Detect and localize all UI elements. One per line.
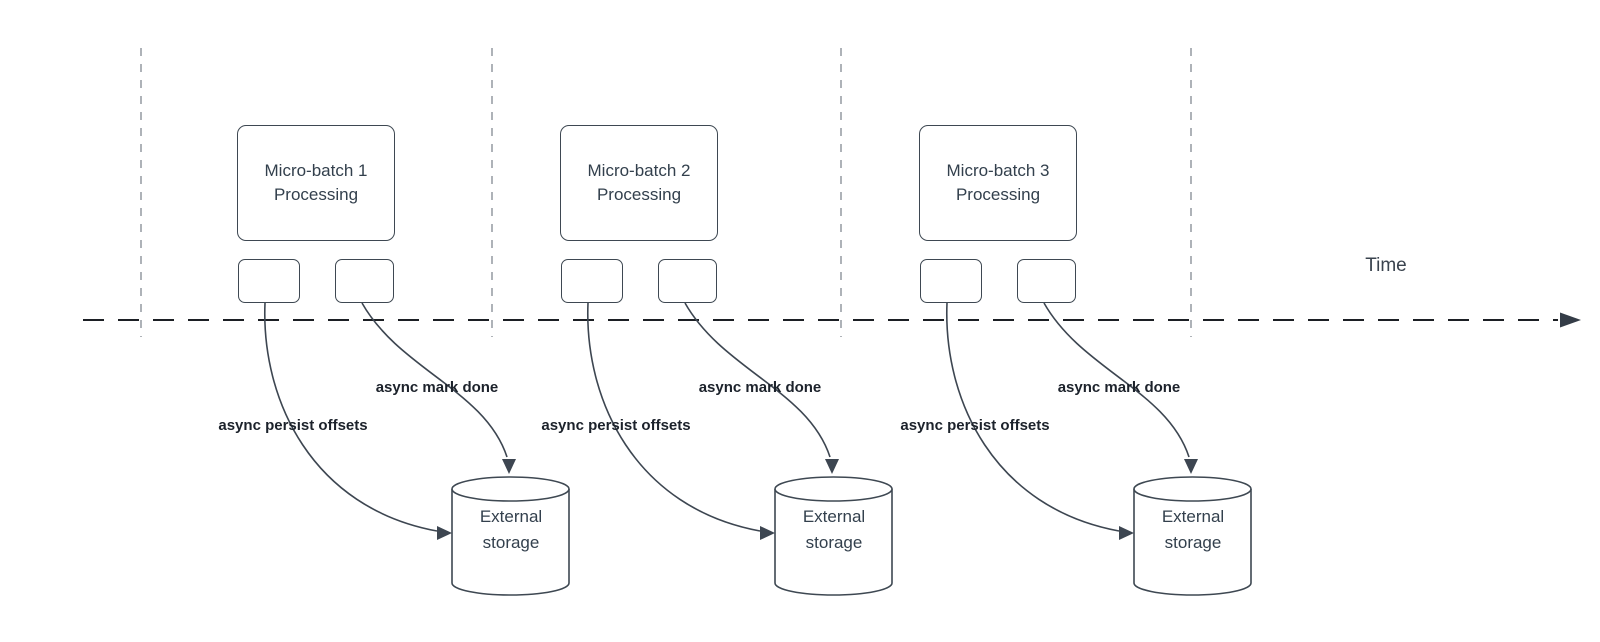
micro-batch-processing-box: Micro-batch 1 Processing <box>237 125 395 241</box>
persist-offsets-task-box <box>561 259 623 303</box>
persist-offsets-task-box <box>238 259 300 303</box>
persist-offsets-edge-label: async persist offsets <box>218 417 368 434</box>
external-storage-cylinder-top <box>774 476 893 502</box>
external-storage-label: External storage <box>1161 507 1225 552</box>
micro-batch-box-line2: Processing <box>955 185 1041 204</box>
micro-batch-group-3: Micro-batch 3 Processing async persist o… <box>900 0 1259 642</box>
micro-batch-processing-box: Micro-batch 3 Processing <box>919 125 1077 241</box>
persist-offsets-task-box <box>920 259 982 303</box>
persist-offsets-arrow-curve <box>946 302 1120 532</box>
mark-done-arrowhead-icon <box>825 459 839 474</box>
persist-offsets-arrowhead-icon <box>1119 526 1134 540</box>
micro-batch-box-line1: Micro-batch 3 <box>946 161 1050 180</box>
flow-arrows-layer <box>264 302 570 596</box>
micro-batch-box-line2: Processing <box>596 185 682 204</box>
external-storage-label: External storage <box>479 507 543 552</box>
mark-done-arrow-curve <box>684 302 831 458</box>
external-storage-cylinder-body <box>774 489 893 596</box>
persist-offsets-edge-label: async persist offsets <box>900 417 1050 434</box>
mark-done-edge-label: async mark done <box>1057 379 1181 396</box>
external-storage-cylinder-body <box>451 489 570 596</box>
persist-offsets-arrow-curve <box>587 302 761 532</box>
persist-offsets-arrowhead-icon <box>760 526 775 540</box>
external-storage-label: External storage <box>802 507 866 552</box>
external-storage-cylinder-top <box>451 476 570 502</box>
mark-done-task-box <box>335 259 394 303</box>
micro-batch-group-2: Micro-batch 2 Processing async persist o… <box>541 0 900 642</box>
mark-done-arrowhead-icon <box>1184 459 1198 474</box>
micro-batch-processing-box: Micro-batch 2 Processing <box>560 125 718 241</box>
persist-offsets-edge-label: async persist offsets <box>541 417 691 434</box>
micro-batch-box-line2: Processing <box>273 185 359 204</box>
mark-done-arrow-curve <box>361 302 508 458</box>
mark-done-task-box <box>1017 259 1076 303</box>
external-storage-cylinder-top <box>1133 476 1252 502</box>
micro-batch-group-1: Micro-batch 1 Processing async persist o… <box>218 0 577 642</box>
persist-offsets-arrowhead-icon <box>437 526 452 540</box>
time-axis-label: Time <box>1365 255 1407 276</box>
external-storage-cylinder-body <box>1133 489 1252 596</box>
mark-done-task-box <box>658 259 717 303</box>
micro-batch-box-line1: Micro-batch 2 <box>587 161 691 180</box>
micro-batch-box-line1: Micro-batch 1 <box>264 161 368 180</box>
mark-done-arrowhead-icon <box>502 459 516 474</box>
mark-done-edge-label: async mark done <box>375 379 499 396</box>
mark-done-arrow-curve <box>1043 302 1190 458</box>
flow-arrows-layer <box>587 302 893 596</box>
persist-offsets-arrow-curve <box>264 302 438 532</box>
time-axis-arrowhead-icon <box>1560 312 1581 328</box>
flow-arrows-layer <box>946 302 1252 596</box>
mark-done-edge-label: async mark done <box>698 379 822 396</box>
